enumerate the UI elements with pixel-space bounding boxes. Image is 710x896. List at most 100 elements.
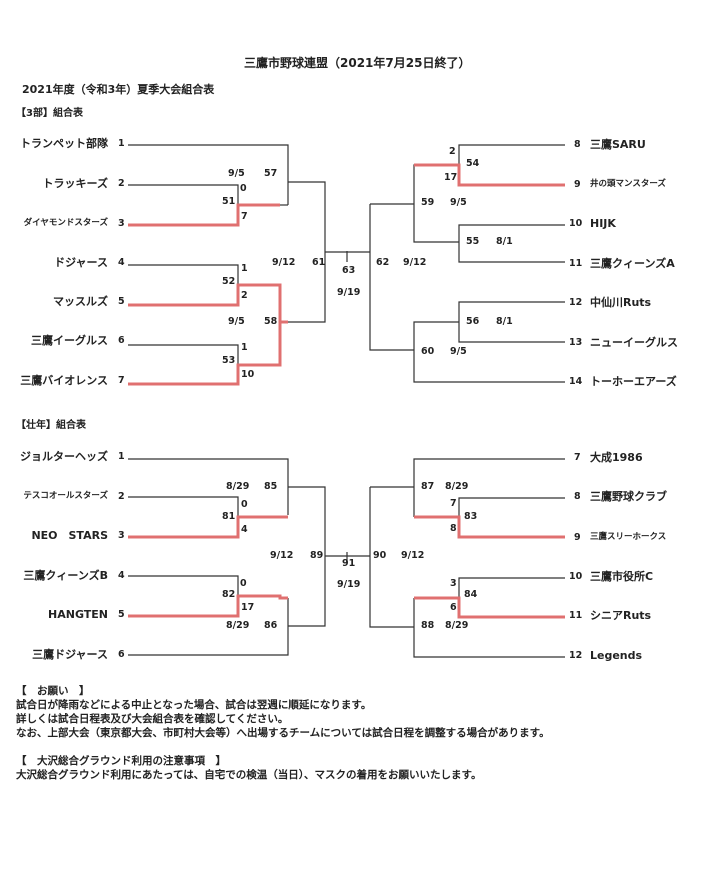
match-score: 17 <box>444 172 458 183</box>
bracket-line <box>458 497 565 517</box>
bracket-line <box>369 204 414 351</box>
team-name: HIJK <box>590 217 616 230</box>
team-name: 中仙川Ruts <box>590 296 652 309</box>
winner-path-line <box>128 594 288 618</box>
match-score: 7 <box>241 211 248 222</box>
team-seed: 10 <box>569 218 583 229</box>
team-name: ニューイーグルス <box>590 336 678 349</box>
team-name: 大成1986 <box>590 451 643 464</box>
winner-path-line <box>414 163 565 187</box>
match-date: 8/29 <box>445 481 469 492</box>
match-date: 8/29 <box>226 620 250 631</box>
match-number: 52 <box>222 276 236 287</box>
team-name: マッスルズ <box>53 295 108 308</box>
team-name: 三鷹クィーンズA <box>590 257 675 270</box>
match-date: 8/29 <box>226 481 250 492</box>
team-seed: 2 <box>118 178 125 189</box>
match-number: 84 <box>464 589 478 600</box>
bracket-line <box>458 144 565 165</box>
div3-heading: 【3部】組合表 <box>16 108 83 119</box>
bracket-winner-lines <box>128 163 565 619</box>
match-number: 89 <box>310 550 324 561</box>
match-score: 3 <box>450 578 457 589</box>
team-name: Legends <box>590 649 643 662</box>
match-score: 0 <box>241 499 248 510</box>
match-score: 0 <box>240 578 247 589</box>
match-score: 10 <box>241 369 255 380</box>
team-name: 井の頭マンスターズ <box>590 179 666 189</box>
match-number: 88 <box>421 620 435 631</box>
winner-path-line <box>128 515 288 539</box>
bracket-line <box>458 224 565 263</box>
team-name: 三鷹スリーホークス <box>590 532 667 542</box>
team-seed: 1 <box>118 451 125 462</box>
match-date: 9/5 <box>228 168 245 179</box>
tournament-subtitle: 2021年度（令和3年）夏季大会組合表 <box>22 83 215 96</box>
team-name: ジョルターヘッズ <box>20 450 108 463</box>
request-line: 試合日が降雨などによる中止となった場合、試合は翌週に順延になります。 <box>16 699 372 711</box>
match-date: 8/1 <box>496 236 513 247</box>
match-number: 62 <box>376 257 390 268</box>
match-date: 9/12 <box>272 257 296 268</box>
match-score: 1 <box>241 342 248 353</box>
team-name: テスコオールスターズ <box>23 491 108 501</box>
match-score: 8 <box>450 523 457 534</box>
team-seed: 13 <box>569 337 583 348</box>
page-title: 三鷹市野球連盟（2021年7月25日終了） <box>244 56 471 70</box>
team-name: ドジャース <box>54 256 108 269</box>
match-score: 4 <box>241 524 248 535</box>
bracket-black-lines <box>128 144 565 658</box>
match-number: 63 <box>342 265 356 276</box>
match-number: 57 <box>264 168 278 179</box>
team-name: 三鷹クィーンズB <box>23 569 108 582</box>
team-name: トラッキーズ <box>42 177 108 190</box>
match-number: 54 <box>466 158 480 169</box>
team-seed: 9 <box>574 179 581 190</box>
match-number: 51 <box>222 196 236 207</box>
match-score: 17 <box>241 602 255 613</box>
team-seed: 5 <box>118 609 125 620</box>
bracket-line <box>128 264 239 285</box>
bracket-line <box>413 458 565 517</box>
team-seed: 4 <box>118 257 125 268</box>
match-score: 6 <box>450 602 457 613</box>
team-seed: 9 <box>574 532 581 543</box>
match-date: 8/29 <box>445 620 469 631</box>
match-date: 9/5 <box>228 316 245 327</box>
team-name: 三鷹バイオレンス <box>20 374 108 387</box>
winner-path-line <box>128 203 280 227</box>
match-number: 85 <box>264 481 278 492</box>
match-score: 0 <box>240 183 247 194</box>
senior-heading: 【壮年】組合表 <box>16 420 86 431</box>
match-date: 9/12 <box>270 550 294 561</box>
team-seed: 6 <box>118 649 125 660</box>
request-heading: 【 お願い 】 <box>16 685 90 697</box>
bracket-line <box>128 496 239 517</box>
team-seed: 5 <box>118 296 125 307</box>
bracket-line <box>287 181 326 323</box>
match-number: 83 <box>464 511 478 522</box>
team-name: 三鷹市役所C <box>590 570 654 583</box>
match-date: 9/12 <box>403 257 427 268</box>
match-date: 9/5 <box>450 197 467 208</box>
match-number: 81 <box>222 511 236 522</box>
team-name: ダイヤモンドスターズ <box>23 218 108 228</box>
team-seed: 1 <box>118 138 125 149</box>
bracket-line <box>458 577 565 598</box>
team-seed: 7 <box>574 452 581 463</box>
bracket-line <box>413 598 565 658</box>
bracket-line <box>369 487 414 628</box>
team-seed: 6 <box>118 335 125 346</box>
request-line: なお、上部大会（東京都大会、市町村大会等）へ出場するチームについては試合日程を調… <box>16 727 550 739</box>
team-name: シニアRuts <box>590 609 652 622</box>
match-number: 58 <box>264 316 278 327</box>
match-date: 9/5 <box>450 346 467 357</box>
match-number: 55 <box>466 236 480 247</box>
team-name: トランペット部隊 <box>20 137 108 150</box>
bracket-line <box>128 575 239 596</box>
team-seed: 12 <box>569 297 583 308</box>
team-seed: 3 <box>118 218 125 229</box>
match-date: 8/1 <box>496 316 513 327</box>
match-number: 87 <box>421 481 435 492</box>
